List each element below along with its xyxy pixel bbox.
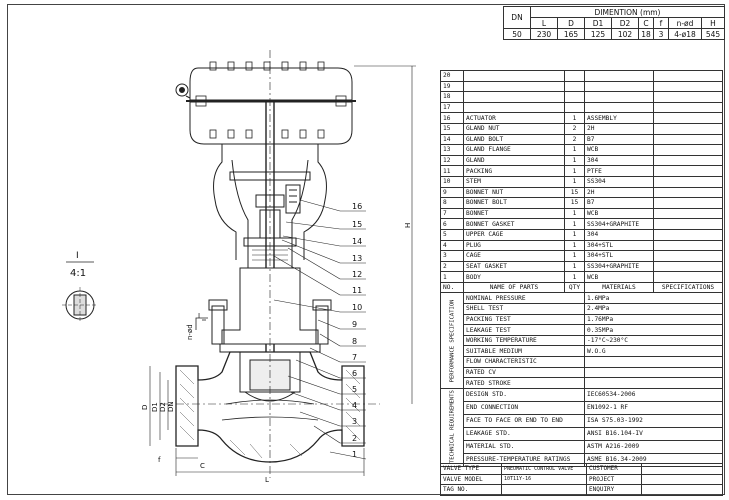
dim-value-cell: 102 bbox=[611, 28, 639, 40]
dim-label-L: L bbox=[265, 476, 269, 484]
technical-row: MATERIAL STD.ASTM A216-2009 bbox=[441, 439, 723, 454]
dim-label-nd: n-ød bbox=[186, 324, 194, 340]
performance-value: 1.6MPa bbox=[584, 292, 723, 305]
performance-value: 0.35MPa bbox=[584, 324, 723, 336]
callout-number: 14 bbox=[352, 237, 362, 246]
performance-row: FLOW CHARACTERISTIC bbox=[441, 356, 723, 368]
part-spec bbox=[653, 271, 723, 283]
dim-label-D1: D1 bbox=[151, 402, 159, 412]
callout-number: 9 bbox=[352, 320, 357, 329]
callout-number: 1 bbox=[352, 450, 357, 459]
callout-number: 15 bbox=[352, 220, 362, 229]
callout-number: 11 bbox=[352, 286, 362, 295]
dim-value-cell: 125 bbox=[584, 28, 612, 40]
performance-row: WORKING TEMPERATURE-17°C~230°C bbox=[441, 334, 723, 347]
performance-value: 1.76MPa bbox=[584, 313, 723, 326]
performance-value bbox=[584, 366, 723, 379]
dim-label-C: C bbox=[200, 462, 205, 470]
dimension-lines bbox=[149, 65, 416, 476]
callout-number: 8 bbox=[352, 337, 357, 346]
dim-value-cell: 3 bbox=[653, 28, 669, 40]
actuator-case bbox=[175, 61, 356, 145]
header-specifications: SPECIFICATIONS bbox=[653, 281, 723, 294]
callout-number: 2 bbox=[352, 434, 357, 443]
callout-number: 13 bbox=[352, 254, 362, 263]
performance-value: -17°C~230°C bbox=[584, 334, 723, 347]
dim-value-cell: 230 bbox=[530, 28, 558, 40]
dim-label-f: f bbox=[158, 456, 161, 464]
dim-label-H: H bbox=[404, 223, 412, 228]
detail-view bbox=[62, 261, 206, 323]
detail-mark: I bbox=[76, 251, 79, 261]
detail-marker-I: I bbox=[198, 312, 200, 320]
dim-label-DN: DN bbox=[167, 401, 175, 412]
callout-number: 10 bbox=[352, 303, 362, 312]
sheet-border bbox=[7, 4, 725, 495]
part-spec bbox=[653, 260, 723, 273]
technical-row: LEAKAGE STD.ANSI B16.104-IV bbox=[441, 426, 723, 441]
title-value-2 bbox=[641, 484, 723, 496]
leader-lines bbox=[273, 199, 367, 460]
callout-number: 4 bbox=[352, 401, 357, 410]
callout-number: 5 bbox=[352, 385, 357, 394]
dim-value-cell: 545 bbox=[701, 28, 725, 40]
callout-number: 7 bbox=[352, 353, 357, 362]
callout-number: 3 bbox=[352, 417, 357, 426]
title-block-row: TAG NO.ENQUIRY bbox=[440, 484, 723, 496]
performance-value: W.O.G bbox=[584, 345, 723, 358]
dimension-labels: L D D1 D2 DN H C f n-ød I I 4:1 bbox=[70, 223, 412, 484]
performance-row: RATED CV bbox=[441, 366, 723, 379]
dim-value-cell: 50 bbox=[503, 28, 531, 40]
dim-label-D: D bbox=[141, 405, 149, 410]
part-spec bbox=[653, 250, 723, 262]
dim-label-D2: D2 bbox=[159, 402, 167, 412]
detail-scale: 4:1 bbox=[70, 268, 86, 279]
dim-value-cell: 4-ø18 bbox=[668, 28, 702, 40]
performance-value: 2.4MPa bbox=[584, 303, 723, 315]
callout-group: 16 15 14 13 12 11 10 9 8 7 6 5 4 3 2 1 bbox=[352, 202, 362, 459]
performance-value bbox=[584, 356, 723, 368]
bonnet bbox=[195, 267, 332, 353]
callout-number: 12 bbox=[352, 270, 362, 279]
callout-number: 16 bbox=[352, 202, 362, 211]
callout-number: 6 bbox=[352, 369, 357, 378]
